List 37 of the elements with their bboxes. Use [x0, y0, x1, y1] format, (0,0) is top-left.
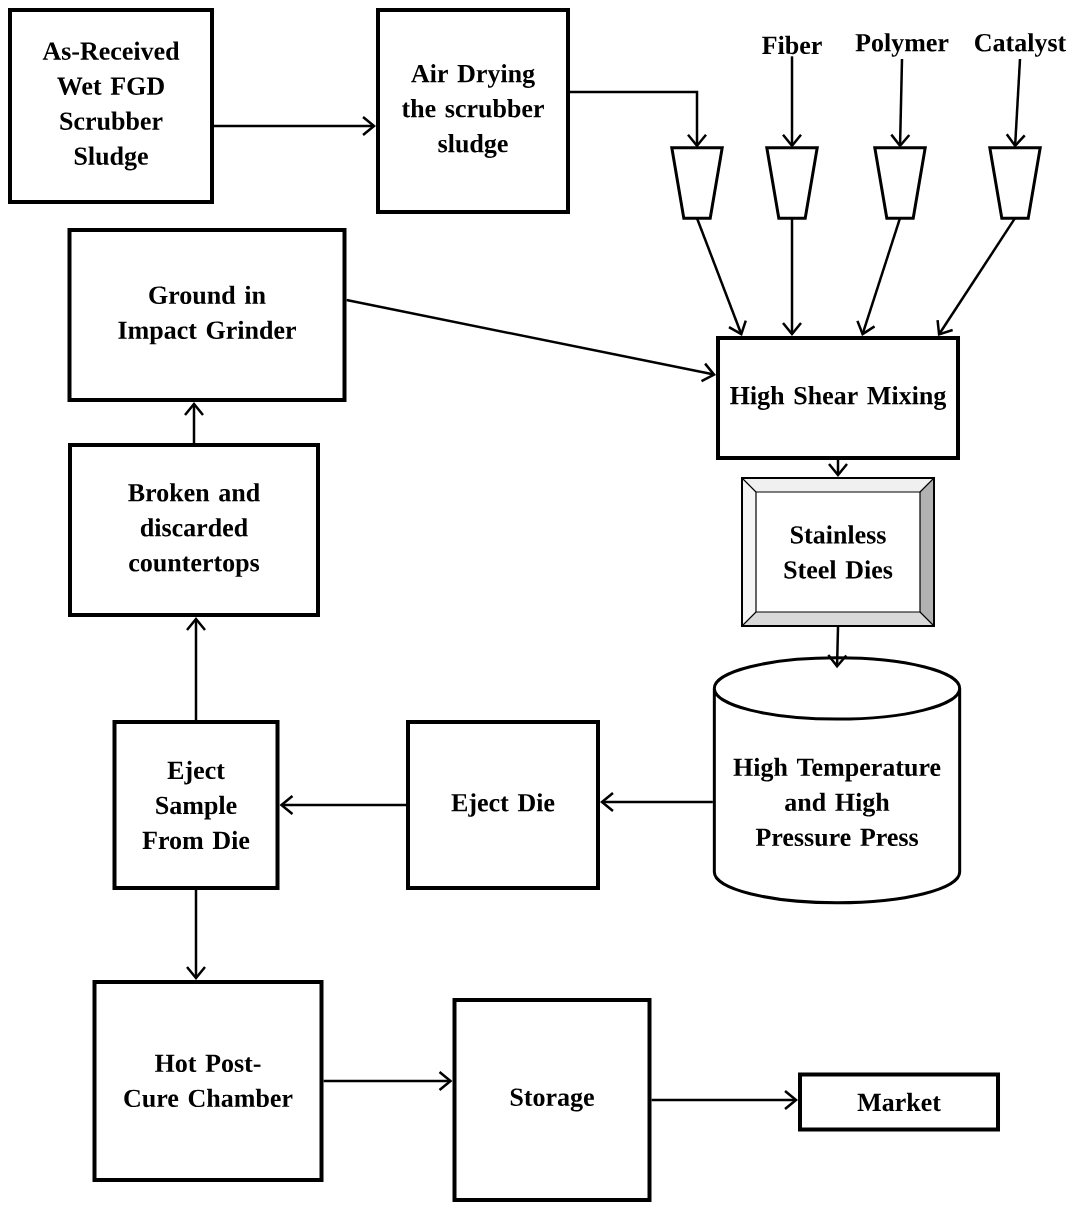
process-box: Storage — [452, 998, 652, 1202]
arrow — [279, 795, 406, 815]
process-box: Eject Sample From Die — [112, 720, 280, 890]
process-box: Air Drying the scrubber sludge — [376, 8, 570, 214]
arrow — [782, 218, 802, 336]
process-box: Broken and discarded countertops — [68, 443, 320, 617]
input-label: Polymer — [855, 33, 949, 57]
hopper-shape — [873, 146, 927, 220]
arrow — [186, 617, 206, 720]
input-label: Catalyst — [975, 33, 1067, 57]
arrow — [782, 56, 802, 148]
arrow — [214, 116, 376, 136]
process-box: As-Received Wet FGD Scrubber Sludge — [8, 8, 214, 204]
process-box: High Shear Mixing — [716, 336, 960, 460]
process-box: Hot Post-Cure Chamber — [92, 980, 324, 1182]
arrow — [695, 217, 747, 336]
arrow — [651, 1090, 798, 1110]
arrow — [346, 298, 716, 383]
arrow — [856, 217, 902, 336]
arrow — [890, 59, 911, 148]
arrow — [936, 217, 1017, 336]
process-box: Market — [798, 1072, 1000, 1132]
hopper-shape — [988, 146, 1042, 220]
press-cylinder: High Temperature and High Pressure Press — [712, 656, 962, 905]
arrow — [600, 792, 713, 812]
arrow — [1005, 58, 1026, 148]
input-label: Fiber — [762, 35, 822, 55]
arrow — [570, 90, 707, 148]
hopper-shape — [765, 146, 819, 220]
arrow — [827, 626, 848, 669]
process-box: Ground in Impact Grinder — [67, 228, 347, 402]
hopper-shape — [670, 146, 724, 220]
beveled-box: Stainless Steel Dies — [741, 477, 935, 627]
arrow — [323, 1071, 453, 1091]
arrow — [186, 890, 206, 980]
arrow — [184, 402, 204, 443]
process-box: Eject Die — [406, 720, 600, 890]
